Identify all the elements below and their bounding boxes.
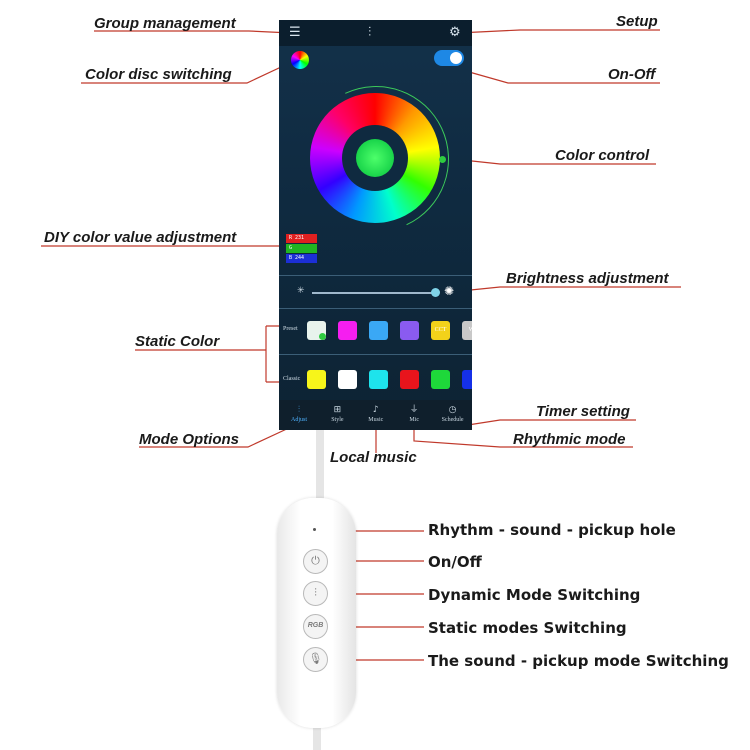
callout-color-disc-switching: Color disc switching: [85, 66, 232, 83]
callout-mode-options: Mode Options: [139, 431, 239, 448]
tab-label: Mic: [409, 417, 420, 423]
group-menu-icon[interactable]: ☰: [289, 25, 301, 40]
brightness-slider[interactable]: [312, 292, 434, 294]
tab-adjust-icon: ⫶: [297, 405, 301, 415]
tab-style[interactable]: ⊞ Style: [318, 400, 356, 430]
preset-swatch[interactable]: [338, 321, 357, 340]
classic-swatch[interactable]: [462, 370, 472, 389]
classic-swatch[interactable]: [338, 370, 357, 389]
preset-swatch[interactable]: W: [462, 321, 472, 340]
color-wheel[interactable]: [310, 93, 440, 223]
callout-static-modes: Static modes Switching: [428, 619, 627, 637]
callout-rhythmic-mode: Rhythmic mode: [513, 431, 626, 448]
callout-on-off: On-Off: [608, 66, 656, 83]
static-mode-button[interactable]: RGB: [303, 614, 328, 639]
color-wheel-handle[interactable]: [439, 156, 446, 163]
cable-top: [316, 430, 324, 502]
callout-sound-pickup: The sound - pickup mode Switching: [428, 652, 729, 670]
tab-music-icon: ♪: [372, 405, 379, 415]
toggle-knob: [450, 52, 462, 64]
tab-music[interactable]: ♪ Music: [357, 400, 395, 430]
brightness-high-icon: ✺: [444, 284, 455, 298]
rgb-r-field[interactable]: R 231: [286, 234, 317, 243]
tab-mic[interactable]: ⏚ Mic: [395, 400, 433, 430]
mode-tab-bar: ⫶ Adjust ⊞ Style ♪ Music ⏚ Mic ◷ Schedule: [279, 400, 472, 430]
classic-swatch[interactable]: [307, 370, 326, 389]
callout-setup: Setup: [616, 13, 658, 30]
callout-group-management: Group management: [94, 15, 236, 32]
rgb-b-label: B: [289, 255, 293, 261]
callout-brightness: Brightness adjustment: [506, 270, 669, 287]
tab-label: Schedule: [441, 417, 464, 423]
callout-remote-on-off: On/Off: [428, 553, 482, 571]
cable-bottom: [313, 724, 321, 750]
power-icon: ⏻: [311, 554, 320, 567]
sliders-icon: ⫶: [314, 586, 317, 599]
callout-static-color: Static Color: [135, 333, 220, 350]
app-top-bar: ☰ ⫶ ⚙: [279, 20, 472, 46]
divider: [279, 354, 472, 355]
power-toggle[interactable]: [434, 50, 464, 66]
tab-label: Adjust: [290, 417, 307, 423]
preset-swatch[interactable]: [307, 321, 326, 340]
rgb-b-field[interactable]: B 244: [286, 254, 317, 263]
rgb-g-label: G: [289, 245, 293, 251]
brightness-slider-handle[interactable]: [431, 288, 440, 297]
app-screen: ☰ ⫶ ⚙ R 231 G B 244 ✳ ✺ Preset CCT W Clas…: [279, 20, 472, 430]
callout-local-music: Local music: [330, 449, 417, 466]
gear-icon[interactable]: ⚙: [449, 25, 461, 40]
divider: [279, 275, 472, 276]
brightness-low-icon: ✳: [297, 286, 305, 296]
power-button[interactable]: ⏻: [303, 549, 328, 574]
divider: [279, 308, 472, 309]
selected-check-icon: [319, 333, 326, 340]
callout-timer-setting: Timer setting: [536, 403, 630, 420]
preset-swatch[interactable]: CCT: [431, 321, 450, 340]
preset-swatch[interactable]: [400, 321, 419, 340]
tab-label: Style: [331, 417, 344, 423]
selected-color-preview: [356, 139, 394, 177]
tab-label: Music: [368, 417, 384, 423]
rgb-r-value: 231: [295, 235, 305, 241]
rgb-label: RGB: [307, 622, 324, 629]
callout-color-control: Color control: [555, 147, 650, 164]
tab-mic-icon: ⏚: [409, 405, 419, 415]
tab-schedule[interactable]: ◷ Schedule: [434, 400, 472, 430]
callout-pickup-hole: Rhythm - sound - pickup hole: [428, 521, 676, 539]
rgb-b-value: 244: [295, 255, 305, 261]
classic-swatch[interactable]: [369, 370, 388, 389]
preset-label: Preset: [283, 326, 298, 332]
classic-label: Classic: [283, 376, 301, 382]
sound-pickup-mode-button[interactable]: 🎙: [303, 647, 328, 672]
color-disc-switch-icon[interactable]: [291, 51, 309, 69]
tab-schedule-icon: ◷: [448, 405, 457, 415]
dynamic-mode-button[interactable]: ⫶: [303, 581, 328, 606]
equalizer-icon[interactable]: ⫶: [368, 25, 372, 40]
rgb-r-label: R: [289, 235, 293, 241]
callout-dynamic-mode: Dynamic Mode Switching: [428, 586, 641, 604]
callout-diy-color: DIY color value adjustment: [44, 229, 237, 246]
sound-pickup-hole: [313, 528, 316, 531]
preset-swatch[interactable]: [369, 321, 388, 340]
classic-swatch[interactable]: [400, 370, 419, 389]
rgb-g-field[interactable]: G: [286, 244, 317, 253]
classic-swatch[interactable]: [431, 370, 450, 389]
tab-style-icon: ⊞: [333, 405, 342, 415]
remote-controller: ⏻ ⫶ RGB 🎙: [277, 498, 356, 728]
microphone-icon: 🎙: [308, 652, 323, 665]
tab-adjust[interactable]: ⫶ Adjust: [280, 400, 318, 430]
